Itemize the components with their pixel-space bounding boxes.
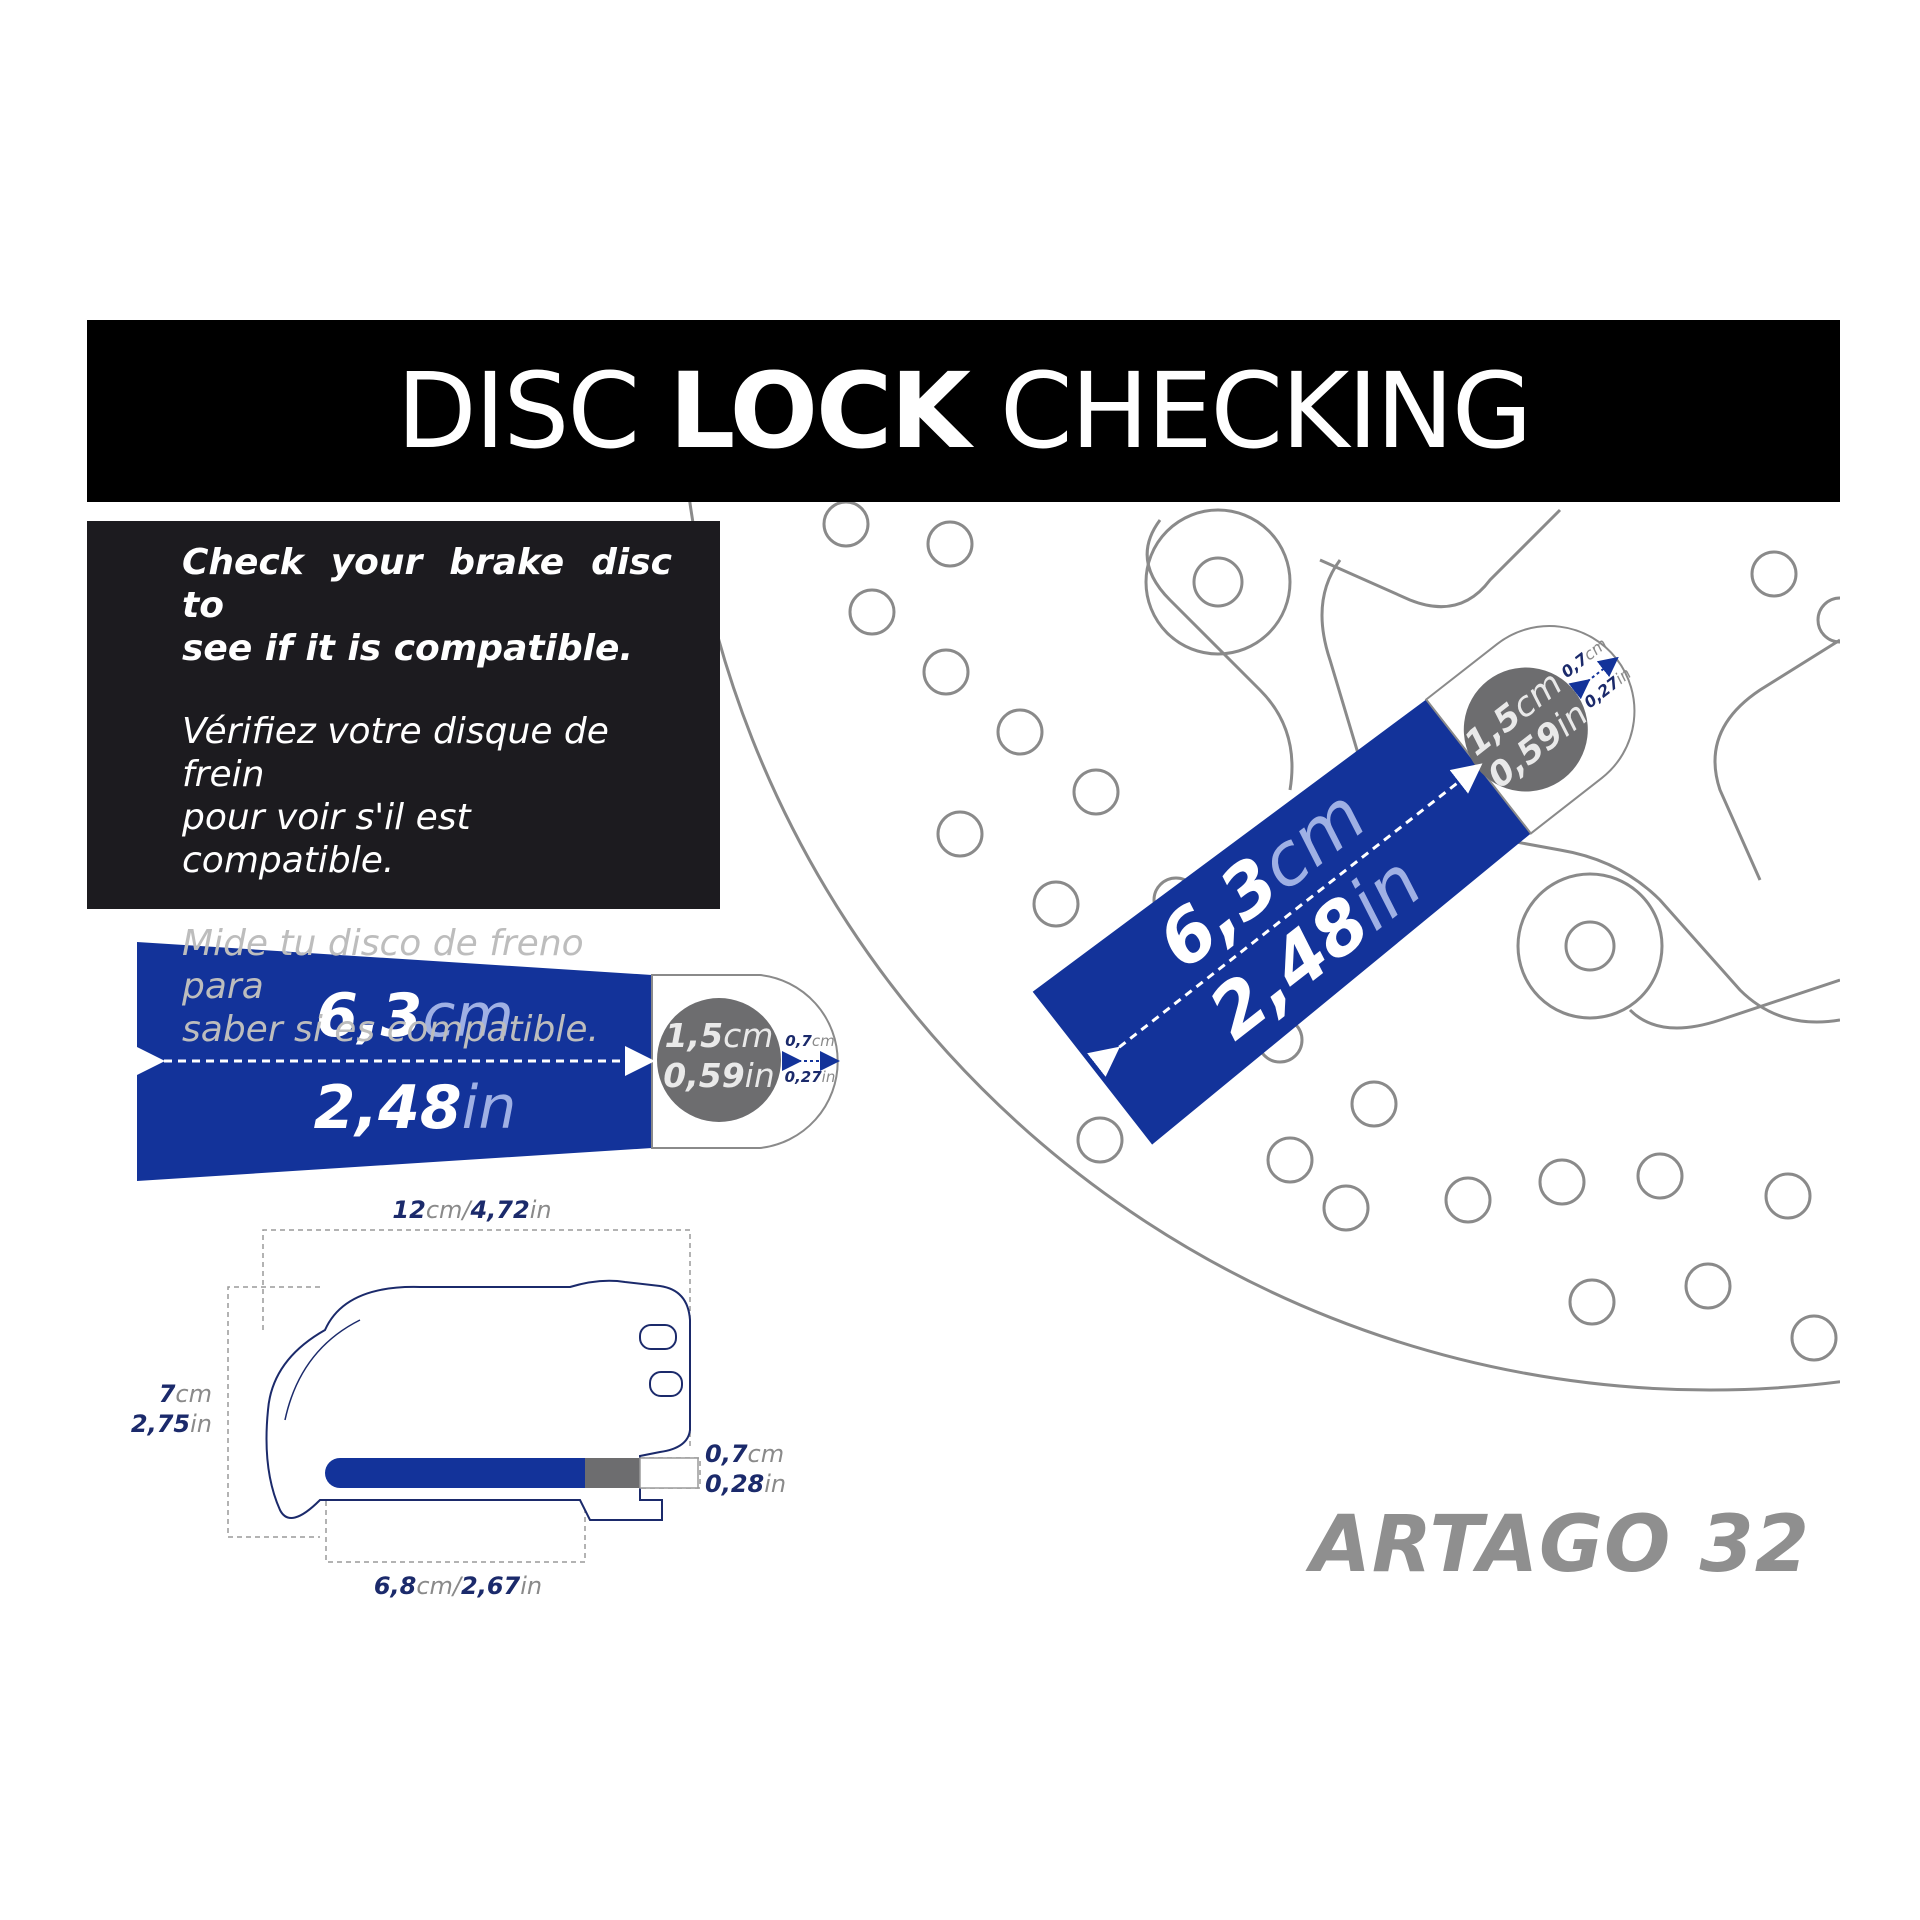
lock-depth-label: 6,8cm/2,67in	[374, 1572, 542, 1600]
lock-pin-in-label: 0,28in	[705, 1470, 786, 1498]
lock-button-bottom	[649, 1371, 683, 1397]
length-in-label: 2,48in	[314, 1073, 517, 1143]
hole-circle-flat	[657, 998, 781, 1122]
disc-lock-drawing: 12cm/4,72in 7cm 2,75in 0,7cm 0,28in 6,8c…	[131, 1196, 786, 1600]
thick-in-label: 0,27in	[785, 1068, 836, 1086]
lock-height-in-label: 2,75in	[131, 1410, 212, 1438]
hole-circle-disc	[1463, 667, 1588, 792]
brake-disc	[688, 502, 1840, 1392]
page-title: DISC LOCK CHECKING	[396, 350, 1533, 472]
lock-button-top	[639, 1324, 677, 1350]
lock-pin-cm-label: 0,7cm	[705, 1440, 784, 1468]
gauge-flat: 6,3cm 2,48in 1,5cm 0,59in 0,7cm 0,27in	[135, 942, 840, 1181]
lock-height-cm-label: 7cm	[159, 1380, 212, 1408]
lock-width-label: 12cm/4,72in	[392, 1196, 551, 1224]
thick-cm-label: 0,7cm	[785, 1032, 834, 1050]
product-name: ARTAGO 32	[1310, 1500, 1810, 1590]
title-banner: DISC LOCK CHECKING	[87, 320, 1840, 502]
gauge-on-disc: 6,3cm 2,48in 1,5cm 0,59in 0,7cm 0,27in	[1032, 625, 1636, 1145]
pin-extension	[639, 1457, 699, 1489]
hole-in-label: 0,59in	[663, 1056, 775, 1095]
lock-pin	[585, 1458, 640, 1488]
length-cm-label: 6,3cm	[316, 981, 514, 1051]
lock-slot	[325, 1458, 585, 1488]
hole-cm-label: 1,5cm	[665, 1016, 774, 1055]
